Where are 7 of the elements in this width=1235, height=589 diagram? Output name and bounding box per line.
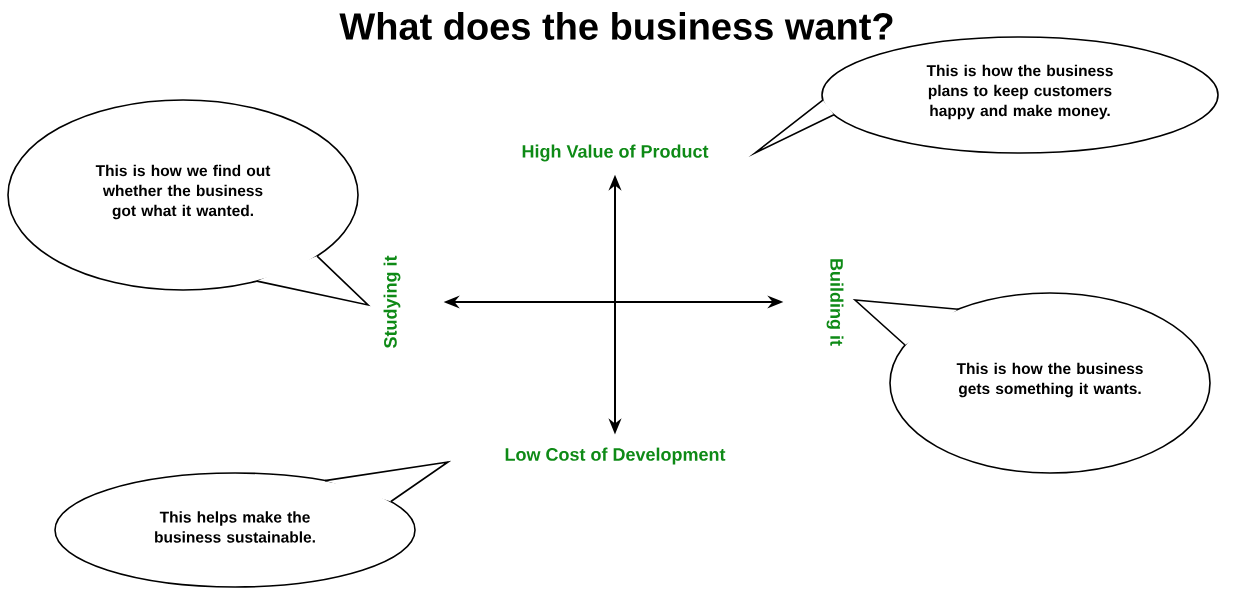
axis-label: Low Cost of Development [505,447,726,465]
axis-label: Studying it [383,255,401,348]
speech-bubble: This helps make the business sustainable. [54,460,452,588]
axis-label: High Value of Product [522,144,709,162]
speech-bubble: This is how the business gets something it wants. [852,292,1211,474]
speech-bubble: This is how we find out whether the business got what it wanted. [7,99,371,307]
axis-label: Building it [826,259,844,346]
